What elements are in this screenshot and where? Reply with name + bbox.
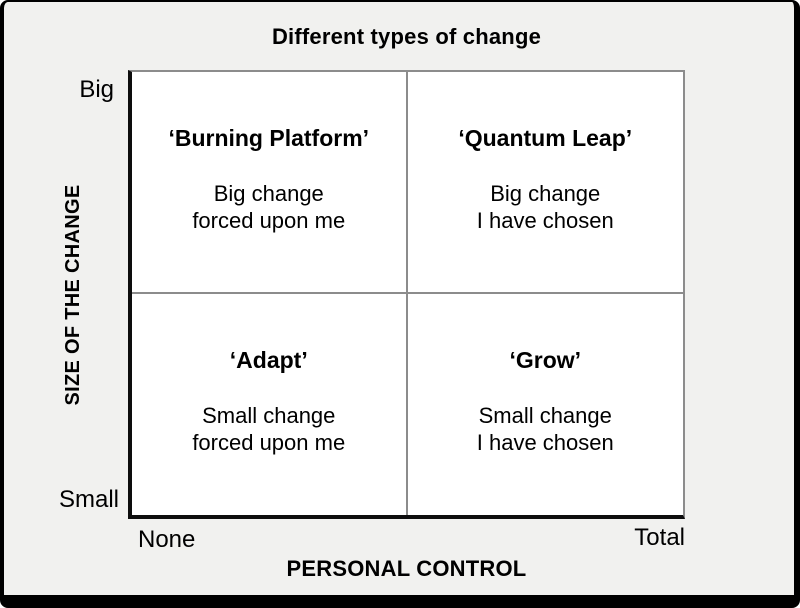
y-axis-min-label: Small [58, 486, 119, 513]
quadrant-body-quantum-leap: Big change I have chosen [477, 180, 614, 234]
quadrant-body-grow: Small change I have chosen [477, 402, 614, 456]
quadrant-body-line: I have chosen [476, 208, 614, 233]
quadrant-adapt: ‘Adapt’ Small change forced upon me [132, 293, 408, 515]
quadrant-grid: ‘Burning Platform’ Big change forced upo… [128, 70, 685, 519]
quadrant-burning-platform: ‘Burning Platform’ Big change forced upo… [132, 72, 408, 294]
x-axis-min-label: None [138, 526, 196, 553]
x-axis-max-label: Total [634, 524, 685, 551]
y-axis-max-label: Big [79, 76, 114, 103]
quadrant-body-line: Small change [478, 402, 612, 428]
quadrant-body-line: forced upon me [192, 208, 346, 233]
quadrant-title-grow: ‘Grow’ [509, 346, 582, 373]
quadrant-body-line: Big change [213, 181, 324, 206]
quadrant-body-line: I have chosen [476, 429, 614, 455]
quadrant-title-burning-platform: ‘Burning Platform’ [168, 125, 370, 151]
quadrant-quantum-leap: ‘Quantum Leap’ Big change I have chosen [407, 72, 683, 294]
x-axis-title: PERSONAL CONTROL [286, 556, 527, 581]
quadrant-grow: ‘Grow’ Small change I have chosen [407, 293, 683, 515]
quadrant-title-quantum-leap: ‘Quantum Leap’ [458, 125, 633, 151]
quadrant-body-line: Small change [202, 402, 336, 428]
quadrant-body-burning-platform: Big change forced upon me [192, 180, 345, 234]
chart-title: Different types of change [271, 24, 542, 49]
y-axis-title: SIZE OF THE CHANGE [62, 184, 84, 406]
quadrant-body-line: Big change [490, 181, 601, 206]
quadrant-body-line: forced upon me [192, 429, 346, 455]
quadrant-body-adapt: Small change forced upon me [192, 402, 345, 456]
quadrant-title-adapt: ‘Adapt’ [229, 346, 308, 373]
